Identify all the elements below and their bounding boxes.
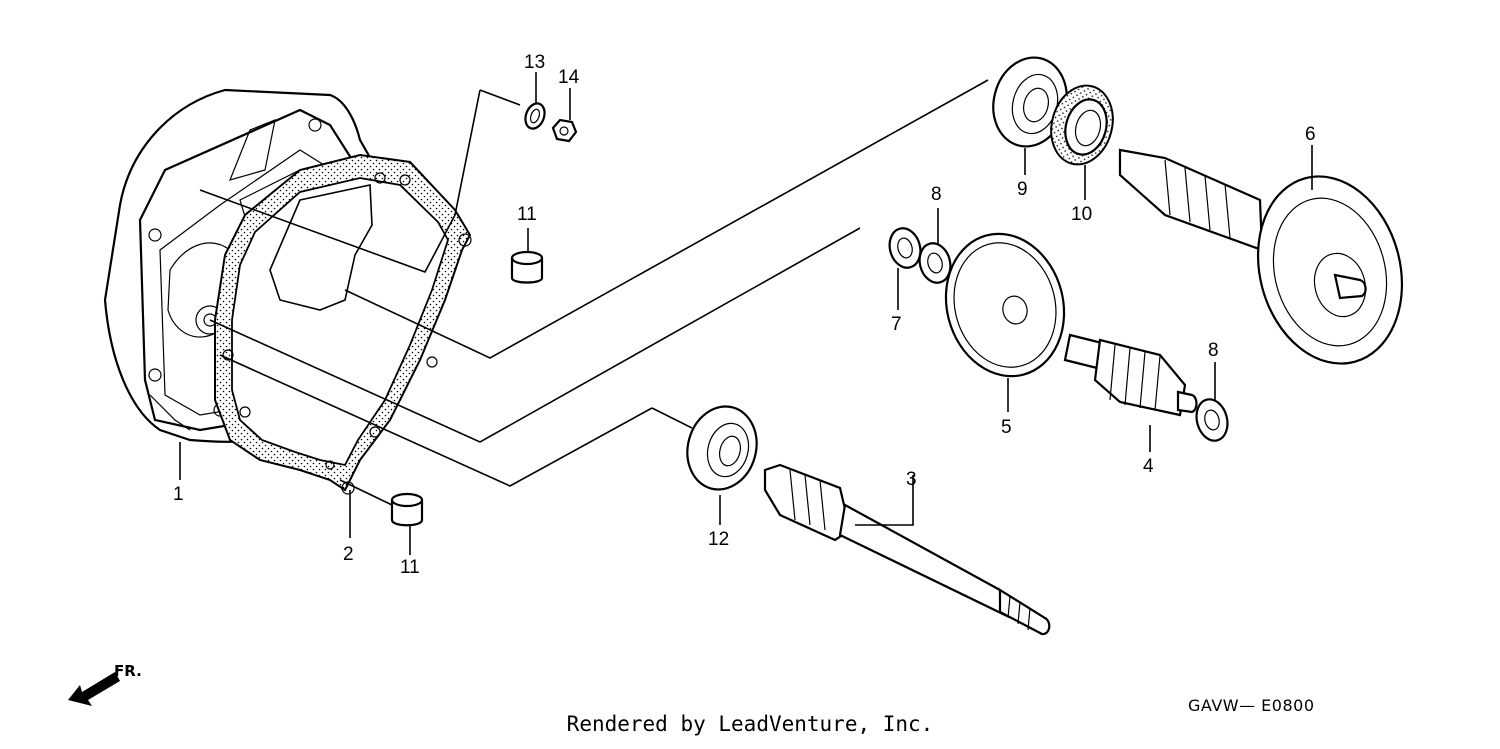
oil-seal-10	[1050, 84, 1114, 166]
callout-2: 2	[343, 544, 354, 565]
drive-shaft-3	[763, 463, 1051, 636]
callout-7: 7	[891, 314, 902, 335]
washer-7	[888, 227, 922, 269]
dowel-pin-upper	[510, 250, 544, 284]
washer-13	[524, 102, 546, 130]
bearing-9	[992, 56, 1068, 148]
final-shaft-6	[1118, 148, 1404, 365]
callout-5: 5	[1001, 417, 1012, 438]
leader-lines	[179, 72, 1313, 555]
footer-credit: Rendered by LeadVenture, Inc.	[566, 712, 934, 736]
countershaft-4	[1063, 333, 1198, 417]
direction-label: FR.	[114, 662, 142, 680]
gasket	[214, 153, 472, 495]
washer-8-upper	[918, 242, 952, 284]
callout-11-upper: 11	[517, 204, 537, 225]
callout-11-lower: 11	[400, 557, 420, 578]
nut-14	[551, 118, 578, 143]
callout-12: 12	[708, 529, 729, 550]
callout-10: 10	[1071, 204, 1092, 225]
callout-3: 3	[906, 469, 917, 490]
dowel-pin-lower	[390, 492, 424, 527]
callout-4: 4	[1143, 456, 1154, 477]
callout-9: 9	[1017, 179, 1028, 200]
callout-8-upper: 8	[931, 184, 942, 205]
washer-8-lower	[1195, 398, 1229, 442]
callout-8-lower: 8	[1208, 340, 1219, 361]
callout-6: 6	[1305, 124, 1316, 145]
gear-5	[944, 232, 1066, 378]
callout-1: 1	[173, 484, 184, 505]
callout-14: 14	[558, 67, 580, 88]
callout-13: 13	[524, 52, 545, 73]
bearing-12	[686, 405, 758, 491]
front-direction-arrow: FR.	[68, 662, 142, 706]
diagram-code: GAVW— E0800	[1188, 696, 1315, 715]
